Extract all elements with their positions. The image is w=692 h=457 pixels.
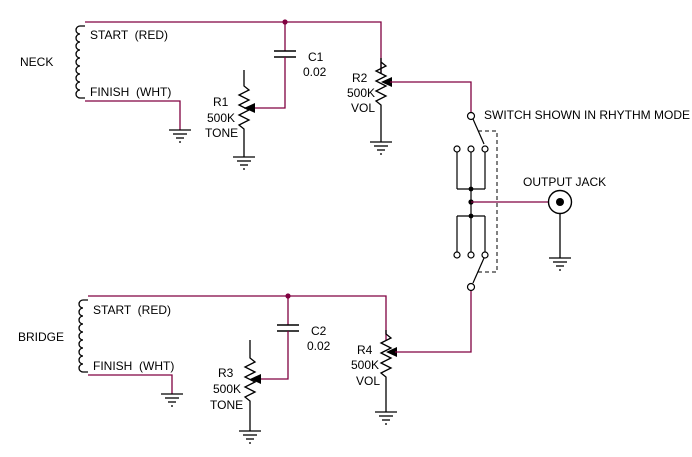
potentiometer-icon [243, 340, 257, 431]
r2-role: VOL [351, 101, 375, 115]
ground-icon [160, 393, 184, 407]
neck-start-label: START (RED) [90, 28, 168, 42]
ground-icon [238, 430, 262, 444]
output-jack-label: OUTPUT JACK [523, 175, 606, 189]
ground-icon [369, 141, 393, 155]
coil-icon [78, 299, 88, 373]
ground-icon [374, 411, 398, 425]
r2-ref: R2 [352, 71, 368, 85]
r3-value: 500K [213, 382, 241, 396]
r1-ref: R1 [213, 95, 229, 109]
bridge-label: BRIDGE [18, 330, 64, 344]
output-jack: OUTPUT JACK [471, 175, 606, 271]
neck-label: NECK [20, 55, 53, 69]
potentiometer-icon [237, 70, 251, 157]
r4-ref: R4 [357, 343, 373, 357]
neck-finish-label: FINISH (WHT) [90, 85, 171, 99]
r1-value: 500K [207, 111, 235, 125]
potentiometer-icon [379, 330, 393, 412]
bridge-finish-label: FINISH (WHT) [93, 359, 174, 373]
c1-value: 0.02 [303, 65, 327, 79]
bridge-circuit: BRIDGE START (RED) FINISH (WHT) C2 0.02 … [18, 291, 472, 444]
capacitor-icon [274, 50, 296, 58]
switch-icon: SWITCH SHOWN IN RHYTHM MODE [453, 108, 690, 292]
r4-value: 500K [351, 358, 379, 372]
coil-icon [75, 25, 85, 99]
c2-value: 0.02 [307, 339, 331, 353]
potentiometer-icon [374, 58, 388, 142]
capacitor-icon [277, 324, 299, 332]
bridge-start-label: START (RED) [93, 303, 171, 317]
jack-icon [547, 189, 573, 215]
r1-role: TONE [205, 126, 238, 140]
switch-note: SWITCH SHOWN IN RHYTHM MODE [484, 108, 690, 122]
c2-ref: C2 [311, 324, 327, 338]
r4-role: VOL [356, 374, 380, 388]
c1-ref: C1 [308, 50, 324, 64]
r3-role: TONE [210, 398, 243, 412]
ground-icon [232, 156, 256, 170]
r2-value: 500K [347, 86, 375, 100]
neck-circuit: NECK START (RED) FINISH (WHT) C1 0.02 R1… [20, 19, 472, 170]
ground-icon [548, 257, 572, 271]
ground-icon [168, 129, 192, 143]
r3-ref: R3 [218, 366, 234, 380]
